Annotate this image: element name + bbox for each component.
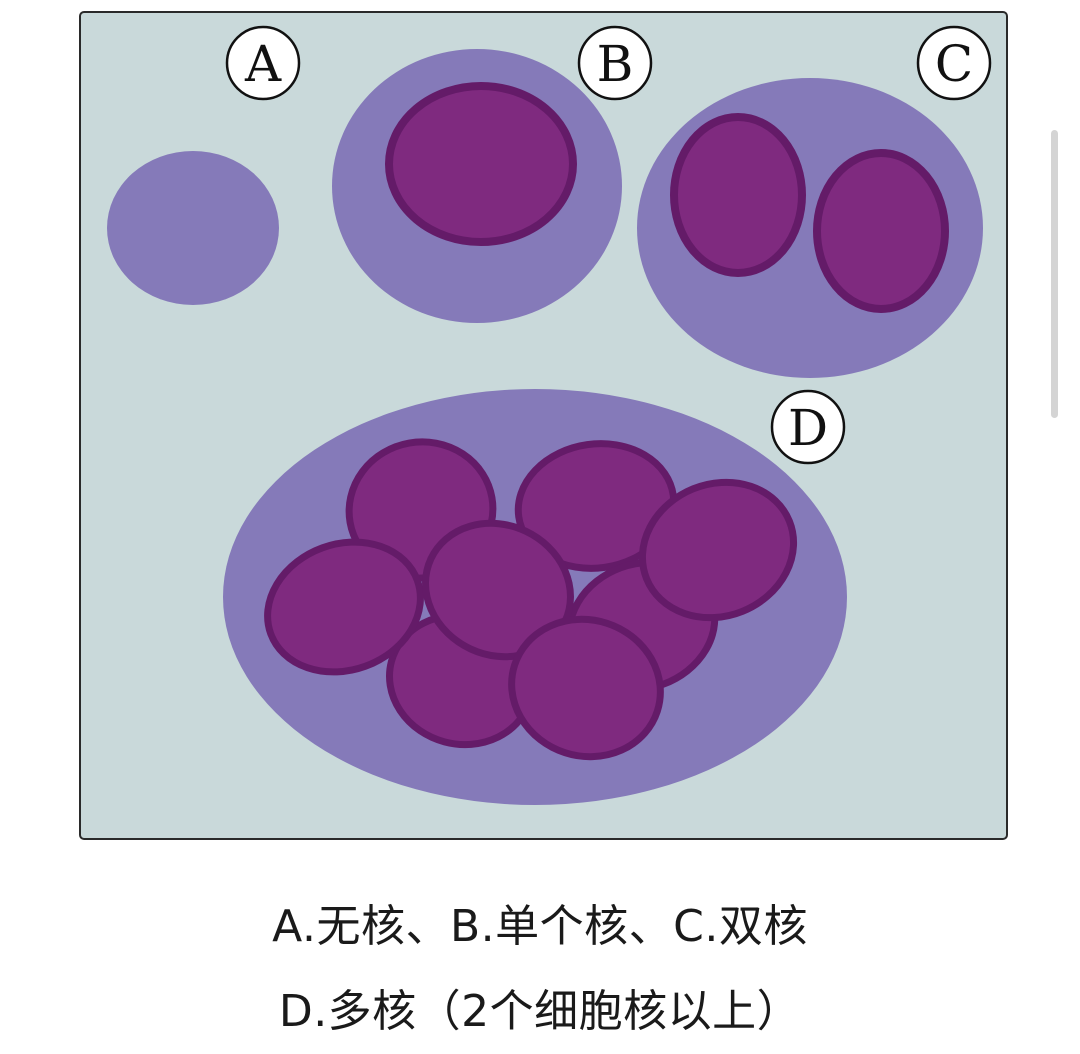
label-a-text: A [244, 35, 282, 93]
scrollbar-thumb[interactable] [1051, 130, 1058, 418]
label-d-text: D [788, 399, 828, 457]
cell-d-nucleus [264, 538, 424, 676]
cell-d-nucleus [638, 478, 798, 622]
label-b: B [577, 25, 653, 101]
caption-line-1: A.无核、B.单个核、C.双核 [272, 901, 808, 952]
cell-b-nucleus [385, 82, 577, 246]
label-b-text: B [597, 35, 634, 93]
label-c: C [916, 25, 992, 101]
caption-line-2: D.多核（2个细胞核以上） [278, 986, 802, 1037]
cell-c-nucleus [813, 149, 949, 313]
label-c-text: C [935, 35, 973, 93]
cell-d-nucleus [508, 615, 664, 761]
cell-nuclei-diagram: A B C D [79, 11, 1008, 840]
cell-d-nucleus [514, 440, 678, 572]
label-a: A [225, 25, 301, 101]
cell-a-cytoplasm [107, 151, 279, 305]
label-d: D [770, 389, 846, 465]
cell-c-nucleus [670, 113, 806, 277]
